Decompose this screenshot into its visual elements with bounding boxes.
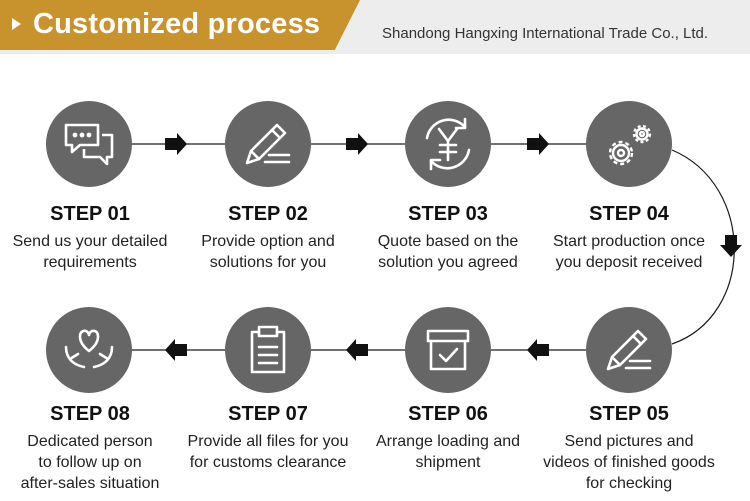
step-02-icon-circle (225, 101, 311, 187)
heart-hands-icon (46, 307, 132, 393)
step-03-icon-circle (405, 101, 491, 187)
step-03-title: STEP 03 (408, 203, 488, 225)
step-04-title: STEP 04 (589, 203, 669, 225)
gears-icon (586, 101, 672, 187)
yen-cycle-icon (405, 101, 491, 187)
step-01-desc: Send us your detailed requirements (12, 233, 168, 271)
step-08-desc: Dedicated person to follow up on after-s… (20, 433, 160, 492)
pencil-icon (586, 307, 672, 393)
step-02-title: STEP 02 (228, 203, 308, 225)
step-04-icon-circle (586, 101, 672, 187)
company-name: Shandong Hangxing International Trade Co… (382, 25, 709, 42)
play-arrow-icon (12, 18, 21, 30)
step-06-title: STEP 06 (408, 403, 488, 425)
step-01-icon-circle (46, 101, 132, 187)
arrow-left-icon (165, 339, 187, 361)
step-07-icon-circle (225, 307, 311, 393)
arrow-right-icon (346, 133, 368, 155)
step-03-desc: Quote based on the solution you agreed (377, 233, 519, 271)
arrow-down-icon (720, 235, 742, 257)
step-07-desc: Provide all files for you for customs cl… (187, 433, 349, 471)
arrow-left-icon (346, 339, 368, 361)
arrow-right-icon (165, 133, 187, 155)
page-title: Customized process (33, 8, 321, 40)
step-06-icon-circle (405, 307, 491, 393)
step-05-icon-circle (586, 307, 672, 393)
step-04-desc: Start production once you deposit receiv… (552, 233, 706, 271)
step-08-icon-circle (46, 307, 132, 393)
step-05-title: STEP 05 (589, 403, 669, 425)
step-05-desc: Send pictures and videos of finished goo… (543, 433, 715, 492)
arrow-right-icon (527, 133, 549, 155)
pencil-icon (225, 101, 311, 187)
step-08-title: STEP 08 (50, 403, 130, 425)
arrow-left-icon (527, 339, 549, 361)
step-02-desc: Provide option and solutions for you (201, 233, 335, 271)
step-06-desc: Arrange loading and shipment (375, 433, 521, 471)
step-07-title: STEP 07 (228, 403, 308, 425)
clipboard-icon (225, 307, 311, 393)
chat-bubbles-icon (46, 101, 132, 187)
step-01-title: STEP 01 (50, 203, 130, 225)
title-banner (0, 0, 360, 50)
box-check-icon (405, 307, 491, 393)
